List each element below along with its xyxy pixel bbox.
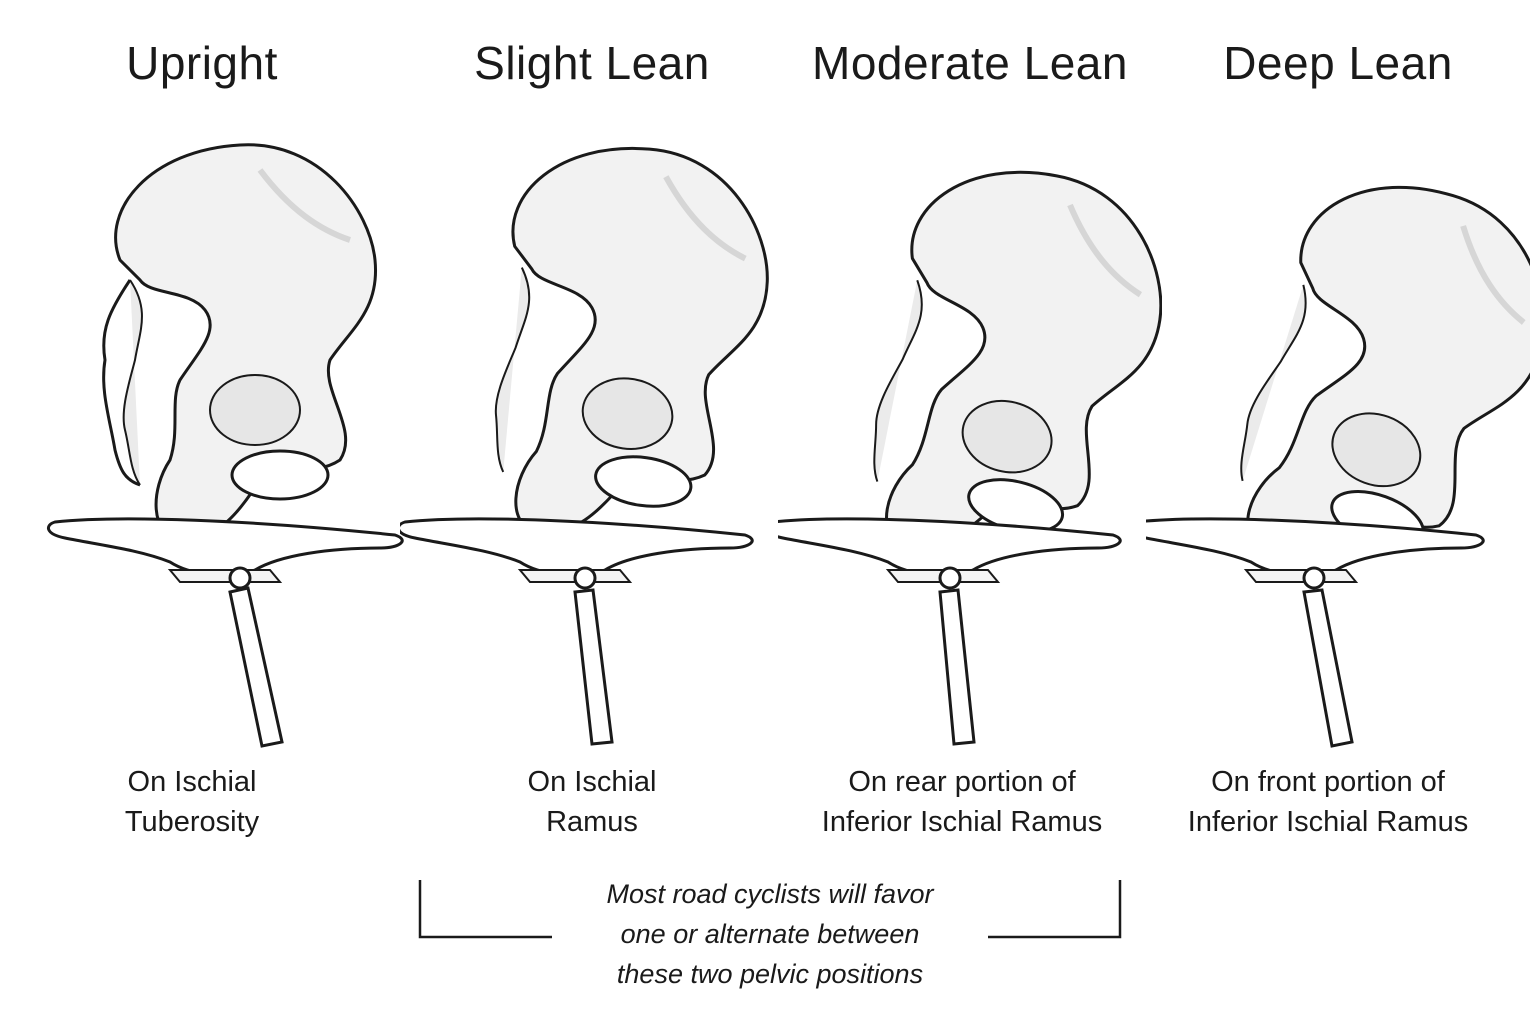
caption-line: On Ischial [527, 766, 657, 798]
caption-line: On rear portion of [848, 766, 1076, 798]
panel-title: Moderate Lean [812, 37, 1128, 89]
note-line: one or alternate between [620, 919, 920, 949]
caption-line: Inferior Ischial Ramus [1187, 806, 1469, 838]
bike-saddle-icon [47, 517, 404, 590]
panel-caption: On front portion of Inferior Ischial Ram… [1136, 762, 1520, 842]
panel-caption: On Ischial Tuberosity [0, 762, 384, 842]
seatpost-icon [573, 588, 614, 746]
panel-slight-lean: Slight Lean On Ischial Ramus [400, 0, 784, 860]
seatpost-icon [1302, 588, 1354, 748]
seatpost-icon [938, 588, 976, 746]
pelvis-saddle-illustration [1146, 185, 1530, 748]
pelvis-saddle-illustration [47, 143, 404, 748]
pelvis-saddle-illustration [400, 146, 769, 746]
caption-line: On front portion of [1211, 766, 1445, 798]
panel-title: Slight Lean [474, 37, 710, 89]
bike-saddle-icon [1146, 517, 1485, 590]
caption-line: Ramus [546, 806, 638, 838]
caption-line: On Ischial [127, 766, 257, 798]
pelvis-saddle-illustration [778, 170, 1162, 746]
panel-upright: Upright On Ischial Tuberosity [20, 0, 404, 860]
bracket-note: Most road cyclists will favor one or alt… [540, 874, 1000, 994]
pelvis-bone-icon [494, 146, 769, 535]
panel-moderate-lean: Moderate Lean On rear portion of Inferio… [778, 0, 1162, 860]
bike-saddle-icon [400, 517, 754, 590]
caption-line: Inferior Ischial Ramus [821, 806, 1103, 838]
panel-deep-lean: Deep Lean On front portion of Inferior I… [1146, 0, 1530, 860]
panel-caption: On rear portion of Inferior Ischial Ramu… [770, 762, 1154, 842]
bike-saddle-icon [778, 517, 1122, 590]
panel-title: Upright [126, 37, 278, 89]
seatpost-icon [228, 586, 284, 748]
pelvis-bone-icon [102, 143, 378, 542]
pelvis-bone-icon [873, 170, 1162, 549]
panel-caption: On Ischial Ramus [400, 762, 784, 842]
note-line: Most road cyclists will favor [606, 879, 934, 909]
panel-title: Deep Lean [1223, 37, 1453, 89]
note-line: these two pelvic positions [616, 959, 924, 989]
caption-line: Tuberosity [124, 806, 260, 838]
